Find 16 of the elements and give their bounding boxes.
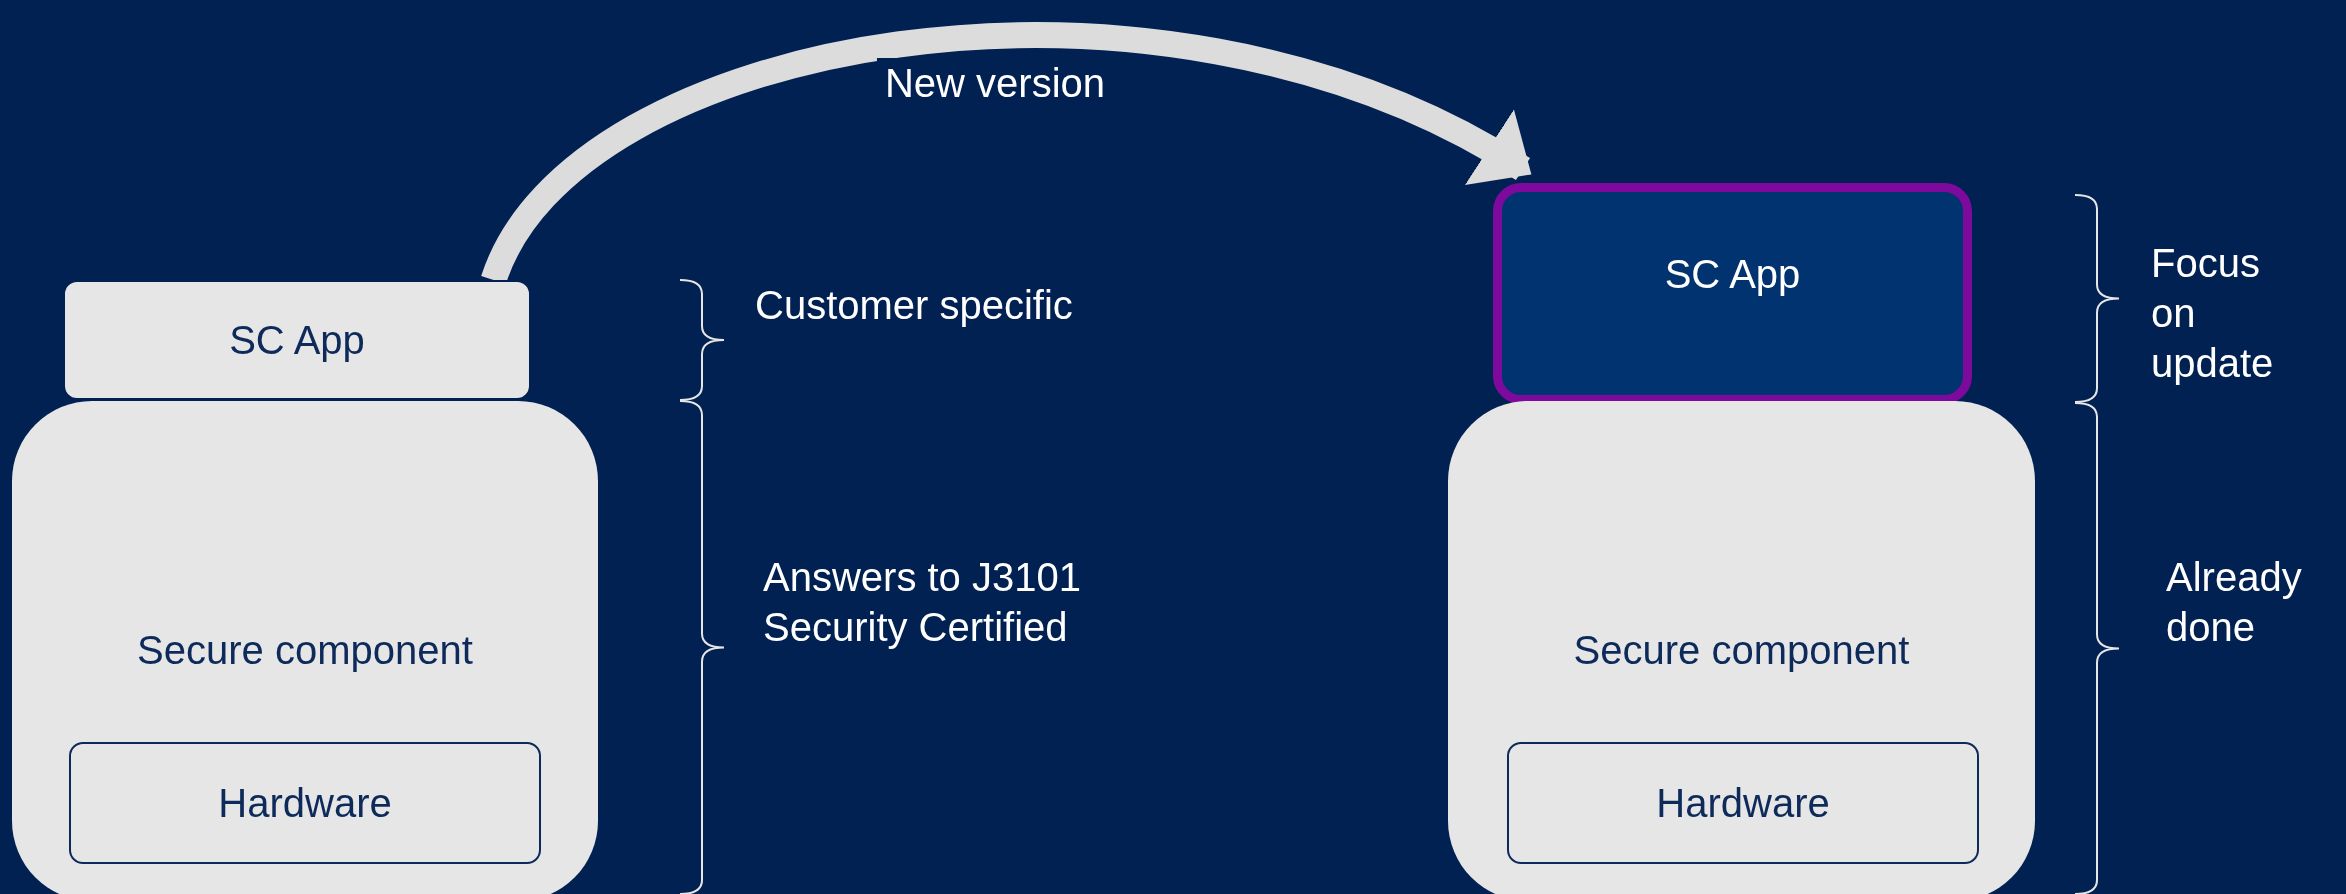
component-box (1448, 401, 2035, 894)
node-label: Secure component (137, 627, 473, 674)
app-box (1493, 183, 1972, 404)
component-box (12, 401, 598, 894)
hardware-box (69, 742, 541, 864)
node-label: SC App (1664, 250, 1801, 298)
hardware-box (1507, 742, 1979, 864)
annotation-text: Focus on update (2151, 240, 2275, 387)
annotation-text: Customer specific (755, 282, 1074, 329)
annotation-text: Answers to J3101 Security Certified (763, 554, 1082, 651)
node-label: Secure component (1573, 627, 1910, 674)
node-label: SC App (229, 317, 365, 364)
node-label: Hardware (218, 780, 392, 827)
annotation-text: Already done (2166, 554, 2303, 651)
node-label: Hardware (1656, 780, 1830, 827)
app-box (63, 280, 531, 400)
